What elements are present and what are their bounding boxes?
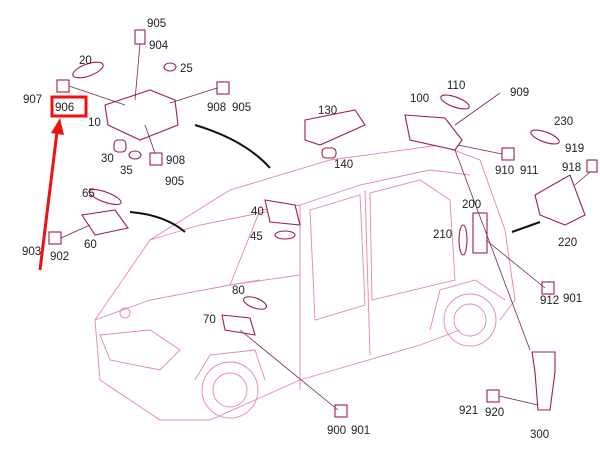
lamp-70 — [221, 314, 256, 336]
part-label[interactable]: 80 — [232, 285, 245, 297]
part-label[interactable]: 910 — [495, 165, 514, 177]
part-label[interactable]: 210 — [433, 229, 452, 241]
arrow-head-icon — [51, 118, 64, 135]
bulb-80 — [243, 296, 267, 310]
part-label[interactable]: 70 — [203, 314, 216, 326]
lamp-200 — [472, 212, 488, 254]
lamp-130 — [304, 109, 366, 146]
part-label[interactable]: 130 — [318, 105, 337, 117]
part-label[interactable]: 30 — [101, 153, 114, 165]
bulb-20 — [72, 61, 104, 79]
part-label[interactable]: 919 — [565, 143, 584, 155]
connector-904 — [134, 29, 146, 45]
bulb-140 — [321, 147, 337, 159]
connector-908 — [216, 81, 230, 95]
connector-908b — [149, 152, 163, 166]
part-label[interactable]: 911 — [520, 165, 538, 177]
part-label[interactable]: 901 — [351, 425, 370, 437]
part-label[interactable]: 110 — [447, 80, 465, 92]
part-label[interactable]: 20 — [79, 55, 92, 67]
arrow-icon — [194, 124, 271, 169]
part-label[interactable]: 60 — [84, 239, 97, 251]
connector-910 — [501, 147, 515, 161]
connector-920 — [486, 389, 500, 403]
connector-912 — [541, 281, 555, 295]
part-label[interactable]: 300 — [530, 429, 549, 441]
highlight-arrow — [38, 131, 59, 271]
part-label[interactable]: 140 — [334, 159, 353, 171]
part-label[interactable]: 921 — [459, 405, 478, 417]
part-label[interactable]: 40 — [251, 206, 264, 218]
bulb-35 — [128, 150, 142, 160]
part-label[interactable]: 920 — [485, 407, 504, 419]
lamp-300 — [531, 351, 556, 411]
part-label-highlighted[interactable]: 906 — [55, 102, 74, 114]
part-label[interactable]: 45 — [250, 231, 263, 243]
bulb-110 — [440, 94, 470, 110]
part-label[interactable]: 100 — [410, 93, 429, 105]
part-label[interactable]: 220 — [558, 237, 577, 249]
part-labels: 905 904 20 25 907 906 908 905 10 30 35 9… — [22, 18, 584, 441]
part-label[interactable]: 903 — [22, 246, 41, 258]
bulb-25 — [163, 62, 177, 72]
lamp-40 — [264, 199, 301, 226]
part-label[interactable]: 901 — [563, 293, 582, 305]
part-label[interactable]: 10 — [88, 117, 101, 129]
part-label[interactable]: 65 — [82, 188, 95, 200]
direction-arrows — [129, 124, 541, 233]
bulb-45 — [274, 230, 296, 240]
part-label[interactable]: 200 — [462, 199, 481, 211]
part-label[interactable]: 908 — [207, 102, 226, 114]
lamp-220 — [534, 174, 586, 226]
connector-902 — [48, 231, 62, 245]
part-label[interactable]: 230 — [554, 116, 573, 128]
bulb-210 — [458, 224, 468, 256]
lamp-60 — [81, 209, 129, 236]
lamp-30 — [113, 139, 127, 153]
arrow-icon — [129, 211, 186, 233]
part-label[interactable]: 905 — [232, 102, 251, 114]
part-label[interactable]: 908 — [166, 155, 185, 167]
lamp-100 — [404, 114, 463, 151]
arrow-icon — [511, 221, 541, 233]
connector-900 — [334, 404, 348, 418]
highlight-box-906 — [50, 95, 88, 118]
bulb-65 — [88, 188, 122, 206]
part-label[interactable]: 900 — [327, 425, 346, 437]
car-outline — [94, 144, 516, 421]
part-label[interactable]: 35 — [120, 165, 133, 177]
part-label[interactable]: 905 — [165, 176, 184, 188]
part-label[interactable]: 912 — [540, 295, 559, 307]
part-label[interactable]: 25 — [180, 63, 193, 75]
parts — [48, 29, 598, 418]
connector-906 — [56, 79, 70, 93]
part-label[interactable]: 905 — [147, 18, 166, 30]
connector-918 — [586, 159, 598, 173]
part-label[interactable]: 904 — [149, 40, 169, 52]
roof-console-10 — [104, 89, 179, 141]
part-label[interactable]: 918 — [562, 162, 581, 174]
leader-lines — [60, 43, 591, 411]
part-label[interactable]: 909 — [510, 87, 529, 99]
part-label[interactable]: 907 — [23, 94, 42, 106]
bulb-230 — [530, 129, 560, 145]
part-label[interactable]: 902 — [50, 251, 69, 263]
